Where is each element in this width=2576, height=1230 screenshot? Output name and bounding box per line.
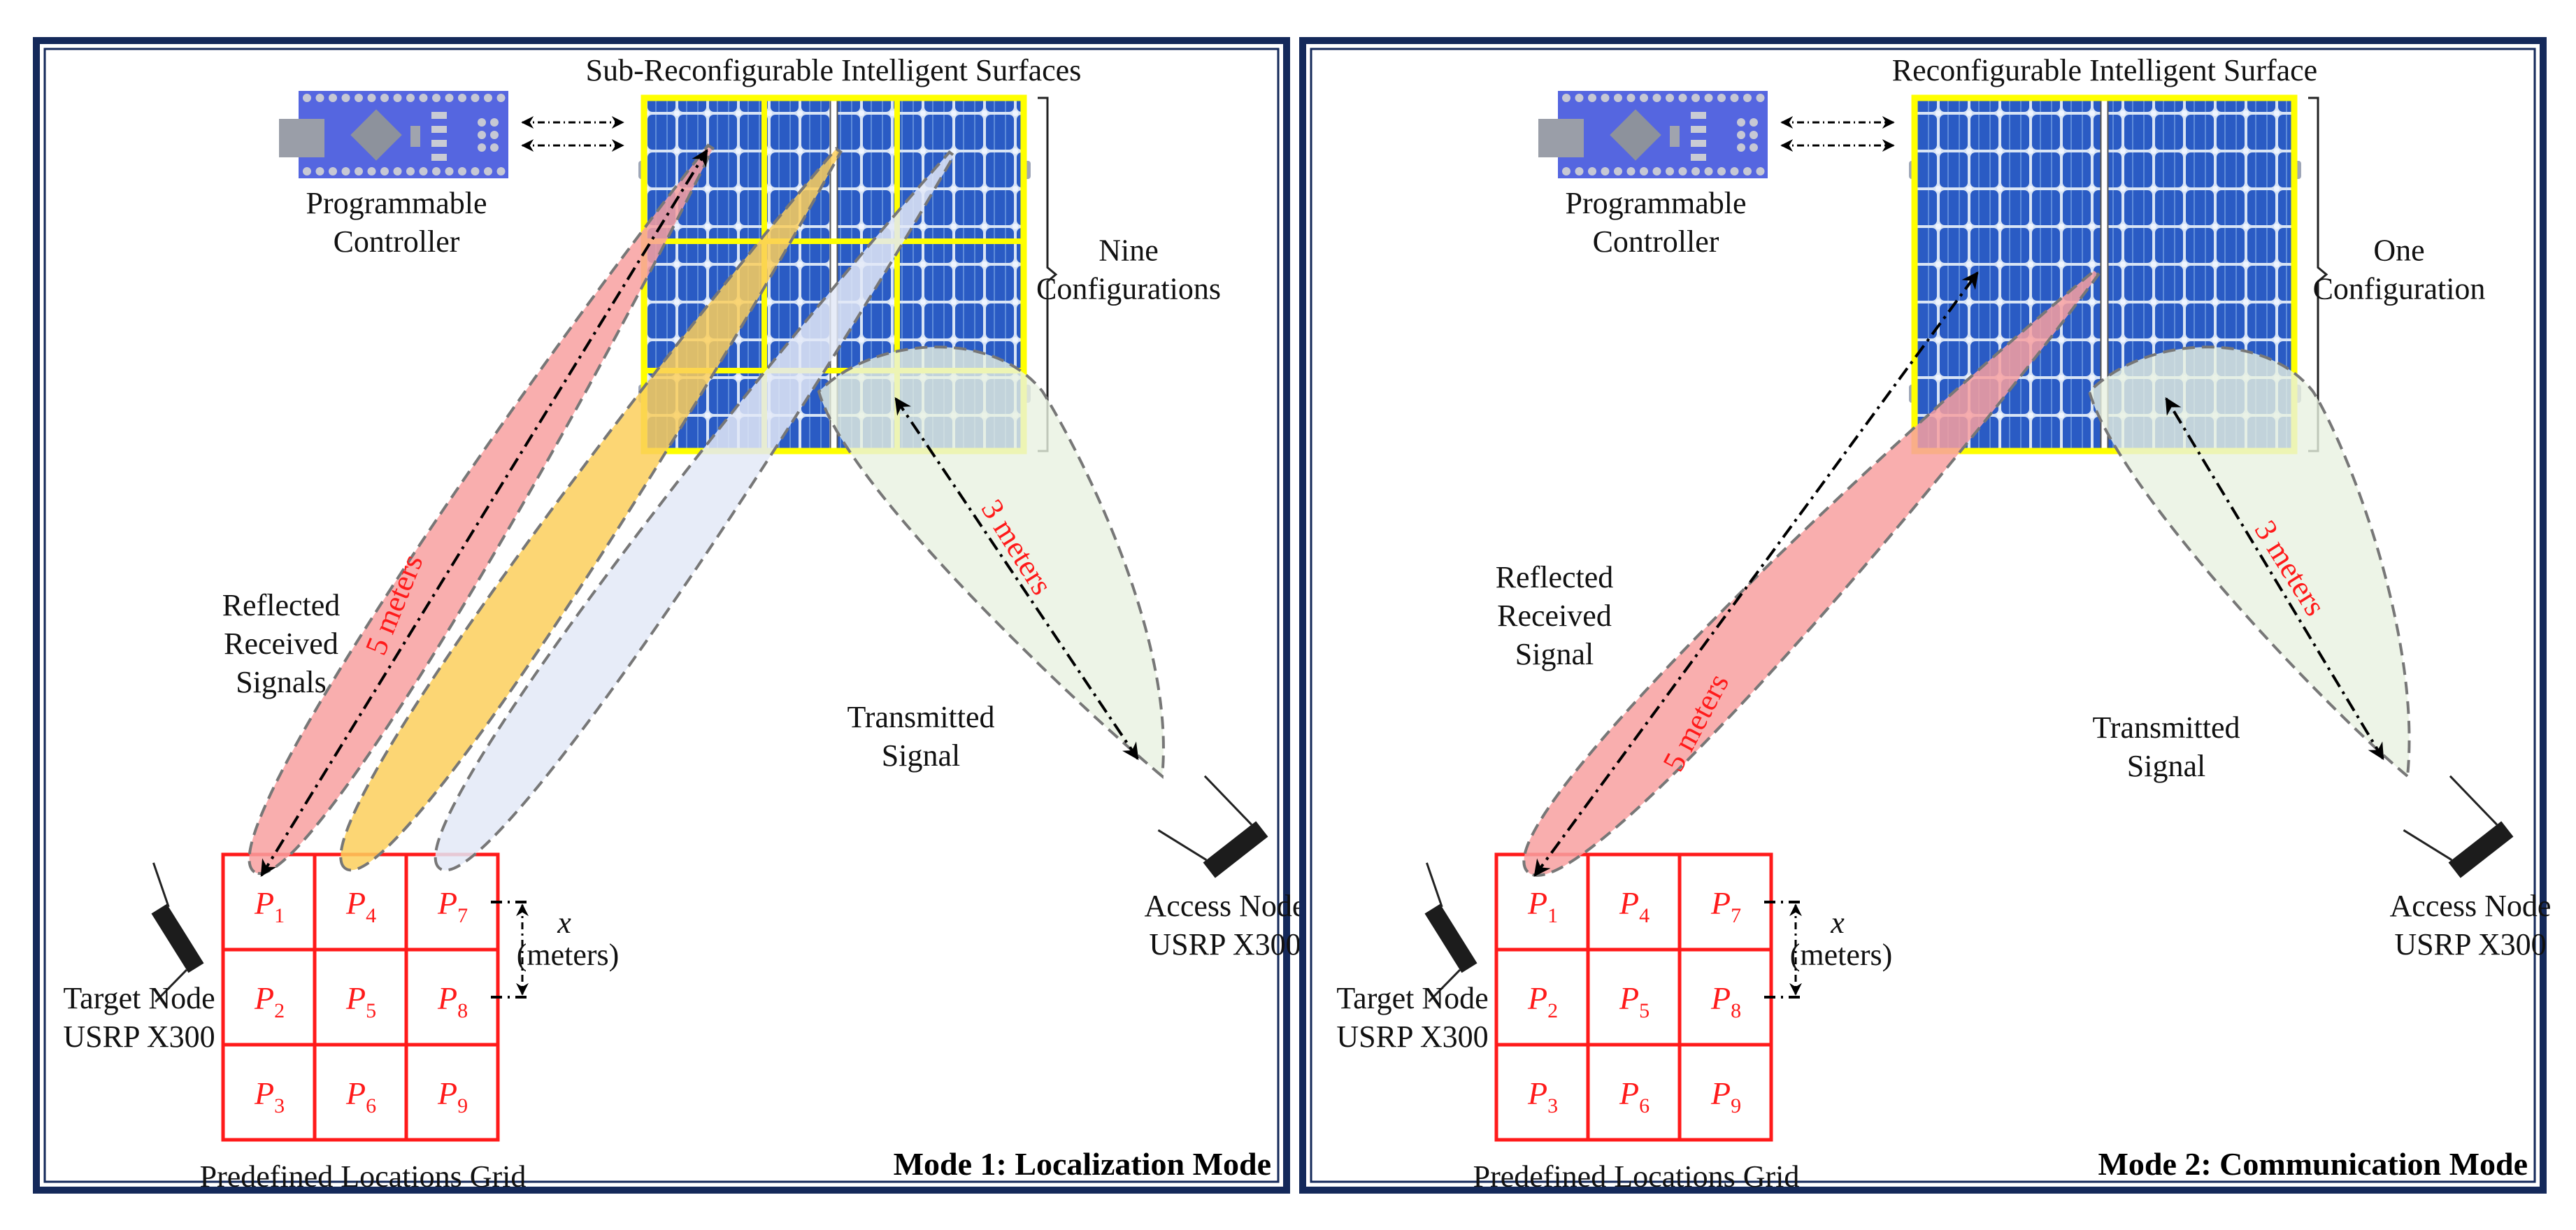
location-label: P8 [437, 980, 468, 1022]
transmitted-signal-label: Signal [882, 738, 960, 773]
location-label: P2 [254, 980, 285, 1022]
access-node-label: Access Node [1145, 889, 1306, 923]
configurations-label: Configurations [1036, 272, 1221, 306]
configurations-count-label: Nine [1099, 234, 1159, 268]
mode-label: Mode 2: Communication Mode [2098, 1146, 2528, 1182]
grid-cell [1677, 1043, 1773, 1142]
target-distance-arrow [260, 148, 708, 878]
programmable-controller-icon [279, 91, 508, 178]
reflected-signal-label: Signals [236, 665, 327, 699]
panel-frame-inner [43, 48, 1280, 1183]
configurations-label: Configuration [2313, 272, 2486, 306]
reflected-signal-label: Reflected [222, 588, 341, 622]
location-label: P5 [345, 980, 376, 1022]
spacing-unit: (meters) [1790, 938, 1893, 972]
reflected-signal-label: Reflected [1496, 560, 1614, 594]
target-node-icon [151, 862, 204, 1003]
target-node-label: Target Node [63, 981, 215, 1015]
controller-label-line1: Programmable [1565, 186, 1746, 220]
programmable-controller-icon [1538, 91, 1768, 178]
location-label: P9 [437, 1075, 468, 1117]
access-node-model: USRP X300 [2394, 927, 2546, 961]
controller-label-line2: Controller [1593, 224, 1719, 259]
location-label: P7 [437, 885, 468, 927]
ris-title: Sub-Reconfigurable Intelligent Surfaces [586, 53, 1082, 87]
location-label: P2 [1527, 980, 1558, 1022]
access-distance-arrow [894, 397, 1139, 760]
controller-label-line1: Programmable [306, 186, 487, 220]
location-label: P3 [254, 1075, 285, 1117]
controller-label-line2: Controller [334, 224, 460, 259]
transmitted-signal-label: Transmitted [847, 700, 994, 734]
transmitted-signal-label: Transmitted [2092, 710, 2240, 745]
location-label: P7 [1710, 885, 1741, 927]
location-label: P5 [1619, 980, 1650, 1022]
access-node-model: USRP X300 [1149, 927, 1301, 961]
location-label: P9 [1710, 1075, 1741, 1117]
location-label: P1 [1527, 885, 1558, 927]
target-node-model: USRP X300 [1336, 1020, 1488, 1054]
location-label: P6 [345, 1075, 376, 1117]
target-distance-arrow [1533, 271, 1979, 877]
access-node-icon [2403, 775, 2514, 878]
ris-title: Reconfigurable Intelligent Surface [1892, 53, 2317, 87]
location-label: P8 [1710, 980, 1741, 1022]
reflected-signal-label: Signal [1515, 637, 1594, 671]
location-label: P1 [254, 885, 285, 927]
location-label: P3 [1527, 1075, 1558, 1117]
reflected-signal-label: Received [224, 627, 338, 661]
configurations-count-label: One [2373, 234, 2424, 268]
mode-label: Mode 1: Localization Mode [894, 1146, 1271, 1182]
grid-label: Predefined Locations Grid [200, 1159, 527, 1194]
target-node-model: USRP X300 [63, 1020, 215, 1054]
transmitted-signal-label: Signal [2127, 749, 2205, 783]
access-node-label: Access Node [2390, 889, 2552, 923]
location-label: P6 [1619, 1075, 1650, 1117]
target-node-label: Target Node [1336, 981, 1488, 1015]
location-label: P4 [1619, 885, 1650, 927]
location-label: P4 [345, 885, 376, 927]
reflected-signal-label: Received [1497, 599, 1612, 633]
grid-cell [404, 1043, 500, 1142]
grid-label: Predefined Locations Grid [1473, 1159, 1800, 1194]
spacing-variable: x [1830, 906, 1845, 940]
panel-frame-inner [1310, 48, 2536, 1183]
access-node-icon [1157, 775, 1268, 878]
spacing-unit: (meters) [517, 938, 620, 972]
spacing-variable: x [557, 906, 571, 940]
target-node-icon [1424, 862, 1477, 1003]
